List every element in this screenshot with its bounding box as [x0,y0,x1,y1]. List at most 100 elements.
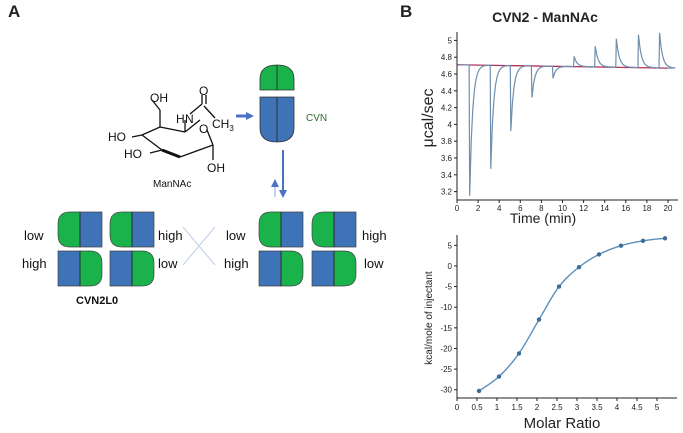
x-tick-label: 0 [455,403,460,412]
dimer-right-a-top [258,211,304,248]
amide-bond [189,103,203,115]
methyl-bond [203,105,216,119]
isotherm-point [662,236,668,241]
cross-mark [182,226,216,266]
x-tick-label: 4 [615,403,620,412]
x-tick-label: 0.5 [471,403,483,412]
dimer-left-b-top [109,211,155,248]
x-tick-label: 2 [535,403,540,412]
y-tick-label: 3.4 [441,171,453,180]
atom-ho-lower: HO [124,147,142,161]
itc-ylabel: μcal/sec [420,88,437,147]
x-tick-label: 8 [539,204,544,213]
x-tick-label: 0 [455,204,460,213]
x-tick-label: 4 [497,204,502,213]
right-top-right-label: high [362,228,387,243]
atom-ho-left: HO [108,130,126,144]
y-tick-label: -30 [440,386,452,395]
dimer-domain [79,250,103,287]
isotherm-point [496,374,502,379]
atom-oh-bottom: OH [207,161,225,175]
y-tick-label: 4.2 [441,104,453,113]
ring-bond [159,126,186,133]
y-tick-label: 3.6 [441,154,453,163]
dimer-left-b-bottom [109,250,155,287]
ch2-bond [151,99,161,111]
y-tick-label: 4.8 [441,53,453,62]
isotherm-point [516,351,522,356]
ho-bond [149,149,163,154]
dimer-right-a-bottom [258,250,304,287]
mannac-structure [131,95,216,160]
dimer-domain [333,211,357,248]
dimer-domain [109,211,133,248]
left-top-left-label: low [24,228,44,243]
isotherm-xlabel: Molar Ratio [524,415,601,432]
right-bottom-left-label: high [224,256,249,271]
isotherm-point [596,252,602,257]
y-tick-label: 3.2 [441,188,453,197]
y-tick-label: -20 [440,344,452,353]
itc-title: CVN2 - ManNAc [492,9,598,25]
right-top-left-label: low [226,228,246,243]
x-tick-label: 1.5 [511,403,523,412]
dimer-domain [258,211,282,248]
y-tick-label: -25 [440,365,452,374]
dimer-domain [109,250,133,287]
dimer-group [57,211,357,287]
isotherm-ylabel: kcal/mole of injectant [424,271,435,365]
x-tick-label: 16 [621,204,630,213]
y-tick-label: -15 [440,324,452,333]
y-tick-label: 5 [448,241,453,250]
y-tick-label: -5 [445,283,453,292]
x-tick-label: 5 [655,403,660,412]
x-tick-label: 2 [476,204,481,213]
ring-bond [141,126,161,136]
itc-trace [459,32,676,196]
mannac-label: ManNAc [153,179,191,190]
y-tick-label: 4.4 [441,87,453,96]
x-tick-label: 10 [558,204,567,213]
left-bottom-right-label: low [158,256,178,271]
x-tick-label: 3 [575,403,580,412]
y-tick-label: 4.6 [441,70,453,79]
isotherm-point [556,284,562,289]
mannac-atoms: OH O HO HO H N CH3 O OH [108,84,234,175]
dimer-domain [131,250,155,287]
x-tick-label: 18 [642,204,651,213]
ring-bond [179,144,214,158]
isotherm-point [536,317,542,322]
y-tick-label: -10 [440,303,452,312]
ring-bond [206,129,214,146]
dimer-domain [258,250,282,287]
dimer-domain [57,211,81,248]
dimer-domain [131,211,155,248]
right-bottom-right-label: low [364,256,384,271]
cvn-label: CVN [306,113,327,124]
dimer-domain [79,211,103,248]
isotherm-point [476,388,482,394]
atom-n: N [185,112,194,126]
left-top-right-label: high [158,228,183,243]
dimer-domain [280,250,304,287]
dimer-domain [311,211,335,248]
y-tick-label: 4 [448,120,453,129]
x-tick-label: 3.5 [591,403,603,412]
construct-label: CVN2L0 [76,295,118,307]
ho-bond [131,134,143,138]
dimer-left-a-top [57,211,103,248]
y-tick-label: 0 [448,262,453,271]
atom-o-carbonyl: O [199,84,208,98]
left-bottom-left-label: high [22,256,47,271]
dimer-domain [333,250,357,287]
isotherm-point [618,243,624,248]
x-tick-label: 20 [664,204,673,213]
x-tick-label: 1 [495,403,500,412]
atom-ring-o: O [199,122,208,136]
dimer-right-b-bottom [311,250,357,287]
isotherm-fit-line [478,237,666,392]
ring-bond [184,119,201,133]
dimer-domain [311,250,335,287]
